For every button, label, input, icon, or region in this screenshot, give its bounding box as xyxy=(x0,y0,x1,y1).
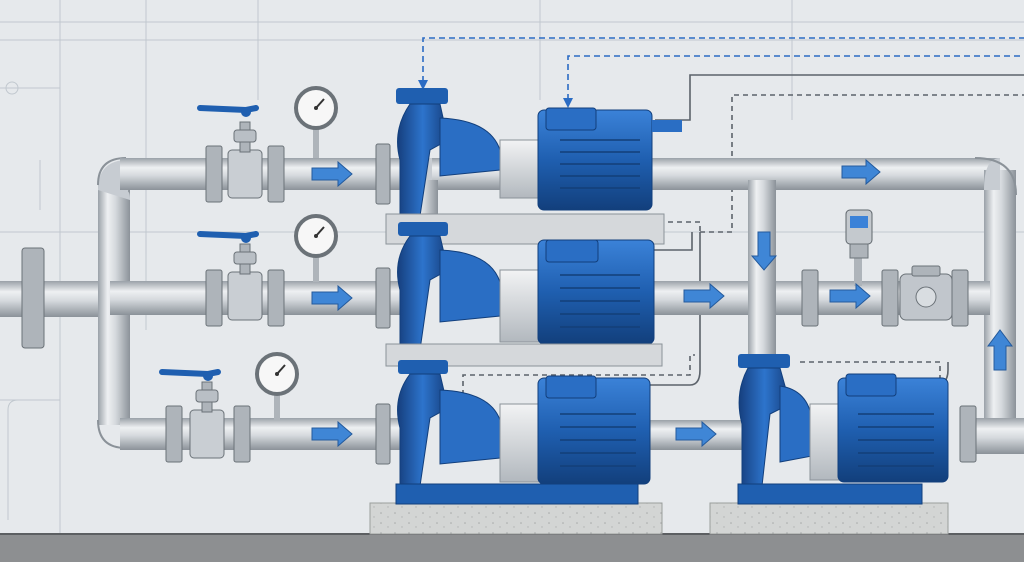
digital-pressure-transmitter xyxy=(845,209,873,286)
right-arrow-icon xyxy=(311,420,353,448)
pipe-flanges xyxy=(21,143,977,465)
down-arrow-icon xyxy=(750,231,778,271)
right-arrow-icon xyxy=(841,158,881,186)
right-arrow-icon xyxy=(311,160,353,188)
up-arrow-icon xyxy=(987,329,1013,371)
lower-left-pump-unit xyxy=(395,360,651,505)
middle-pump-unit xyxy=(385,222,663,367)
pressure-gauge-upper xyxy=(294,86,338,158)
right-arrow-icon xyxy=(311,284,353,312)
gate-valve-lower xyxy=(159,369,225,459)
right-arrow-icon xyxy=(683,282,725,310)
pressure-gauge-middle xyxy=(294,214,338,282)
floor xyxy=(0,533,1024,562)
concrete-pad-right xyxy=(709,502,949,535)
motor-cooling-fins xyxy=(560,139,934,467)
upper-pump-unit xyxy=(385,88,682,245)
flow-arrows xyxy=(311,158,1013,448)
pressure-gauge-lower xyxy=(255,352,299,420)
check-valve xyxy=(899,265,953,321)
gate-valve-middle xyxy=(197,231,263,321)
lower-right-pump-unit xyxy=(737,354,949,505)
concrete-pad-left xyxy=(369,502,663,535)
right-arrow-icon xyxy=(829,282,871,310)
gate-valve-upper xyxy=(197,105,263,199)
right-arrow-icon xyxy=(675,420,717,448)
